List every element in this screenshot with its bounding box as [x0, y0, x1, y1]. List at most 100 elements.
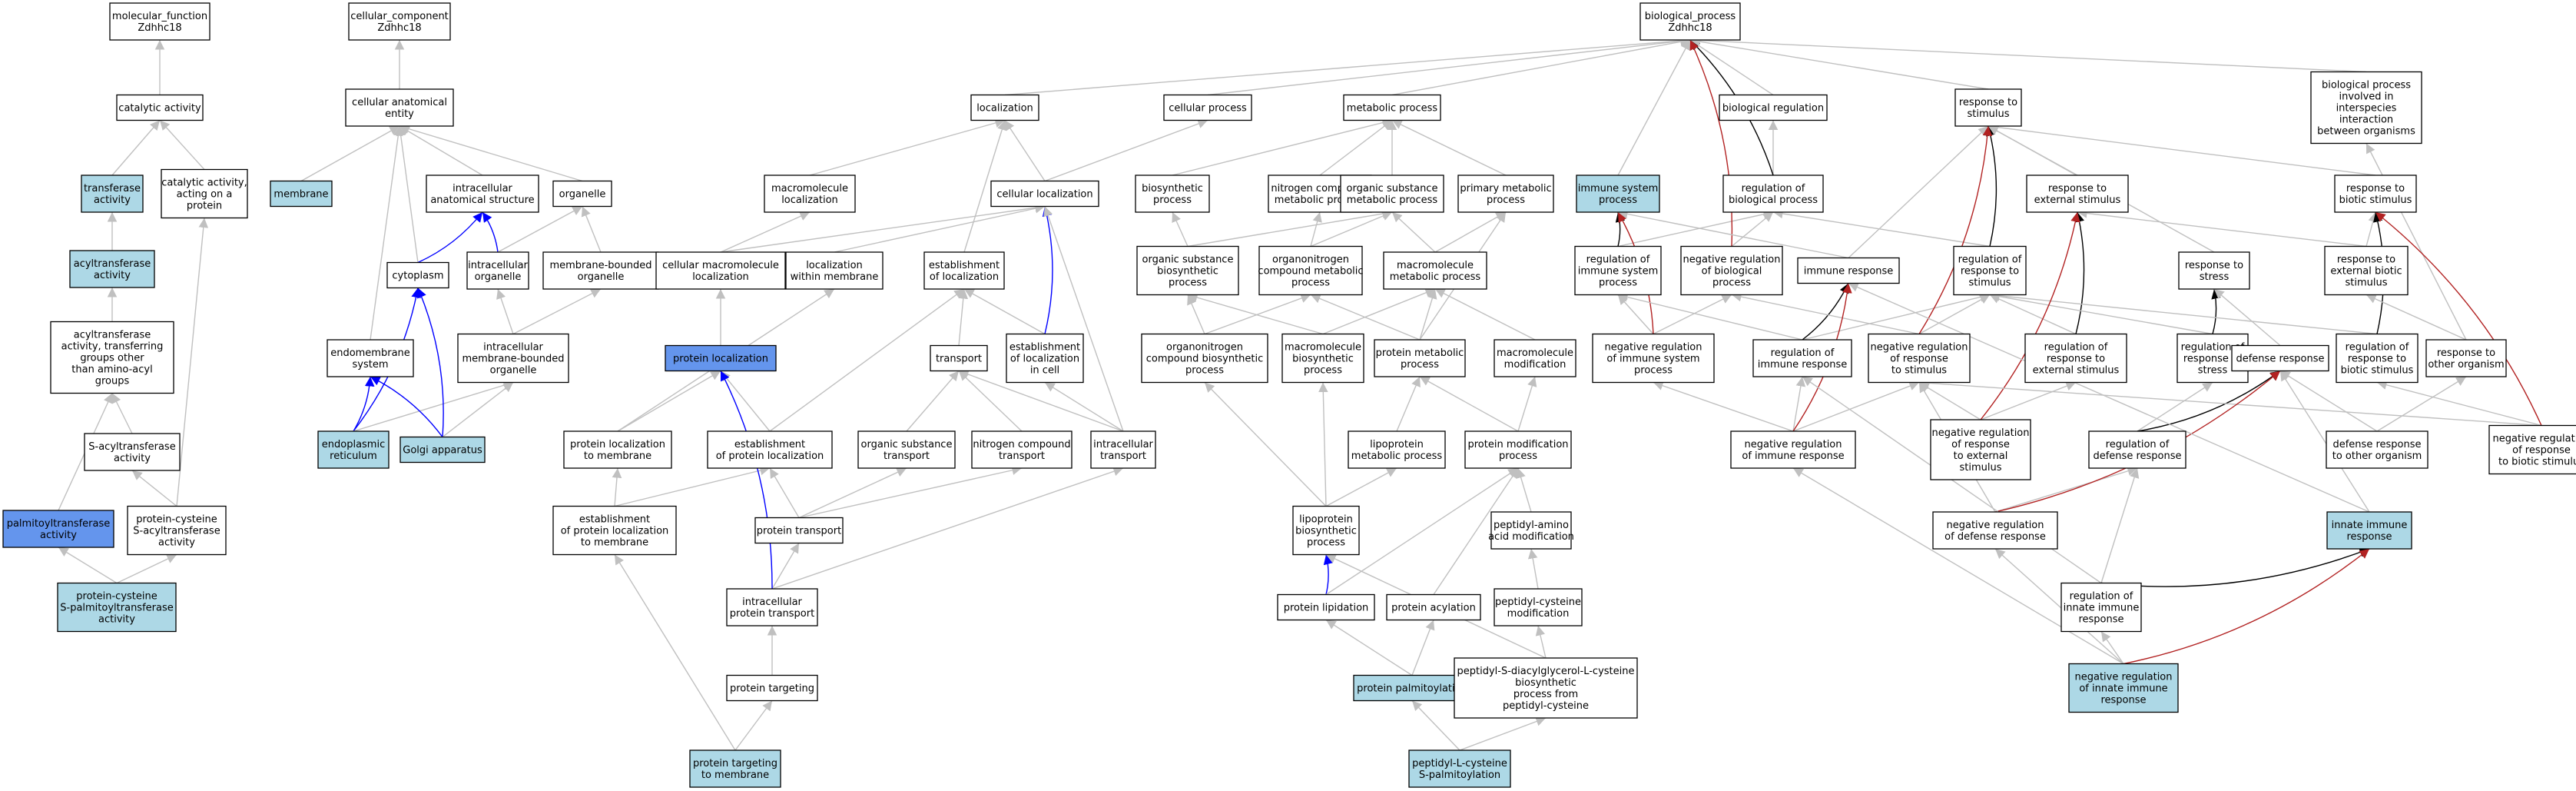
go-term-label: process: [1499, 450, 1537, 462]
go-term-box: [1141, 333, 1268, 384]
go-term-pc_sacyl[interactable]: protein-cysteineS-acyltransferaseactivit…: [127, 505, 227, 556]
go-term-protlipid[interactable]: protein lipidation: [1277, 593, 1375, 621]
go-term-prottarg[interactable]: protein targeting: [726, 674, 818, 702]
go-term-box: [754, 517, 844, 544]
go-term-bioreg[interactable]: biological regulation: [1719, 94, 1828, 121]
edges-layer: [58, 35, 2542, 751]
go-term-label: biological process: [2322, 80, 2411, 91]
go-term-catact[interactable]: catalytic activity: [116, 94, 204, 121]
go-term-organelle[interactable]: organelle: [552, 180, 612, 208]
go-term-membrane[interactable]: membrane: [270, 180, 333, 208]
go-term-cellloc[interactable]: cellular localization: [990, 180, 1099, 208]
go-term-cellproc[interactable]: cellular process: [1163, 94, 1252, 121]
go-term-cytoplasm[interactable]: cytoplasm: [386, 261, 449, 289]
go-term-defresp[interactable]: defense response: [2231, 344, 2329, 372]
go-term-sdag[interactable]: peptidyl-S-diacylglycerol-L-cysteinebios…: [1454, 657, 1638, 719]
go-term-golgi[interactable]: Golgi apparatus: [399, 436, 486, 464]
go-term-pc_spalm[interactable]: protein-cysteineS-palmitoyltransferaseac…: [57, 582, 177, 633]
go-term-prottr[interactable]: protein transport: [754, 517, 844, 544]
edge-is-a: [771, 543, 800, 590]
go-term-immresp[interactable]: immune response: [1797, 257, 1900, 284]
go-term-protpalm[interactable]: protein palmitoylation: [1353, 674, 1471, 702]
go-term-protacyl[interactable]: protein acylation: [1386, 593, 1481, 621]
go-term-localization[interactable]: localization: [970, 94, 1039, 121]
go-term-transport[interactable]: transport: [930, 344, 988, 372]
go-term-protloc[interactable]: protein localization: [665, 344, 777, 372]
go-term-metab[interactable]: metabolic process: [1343, 94, 1441, 121]
go-term-label: acyltransferase: [74, 258, 151, 270]
